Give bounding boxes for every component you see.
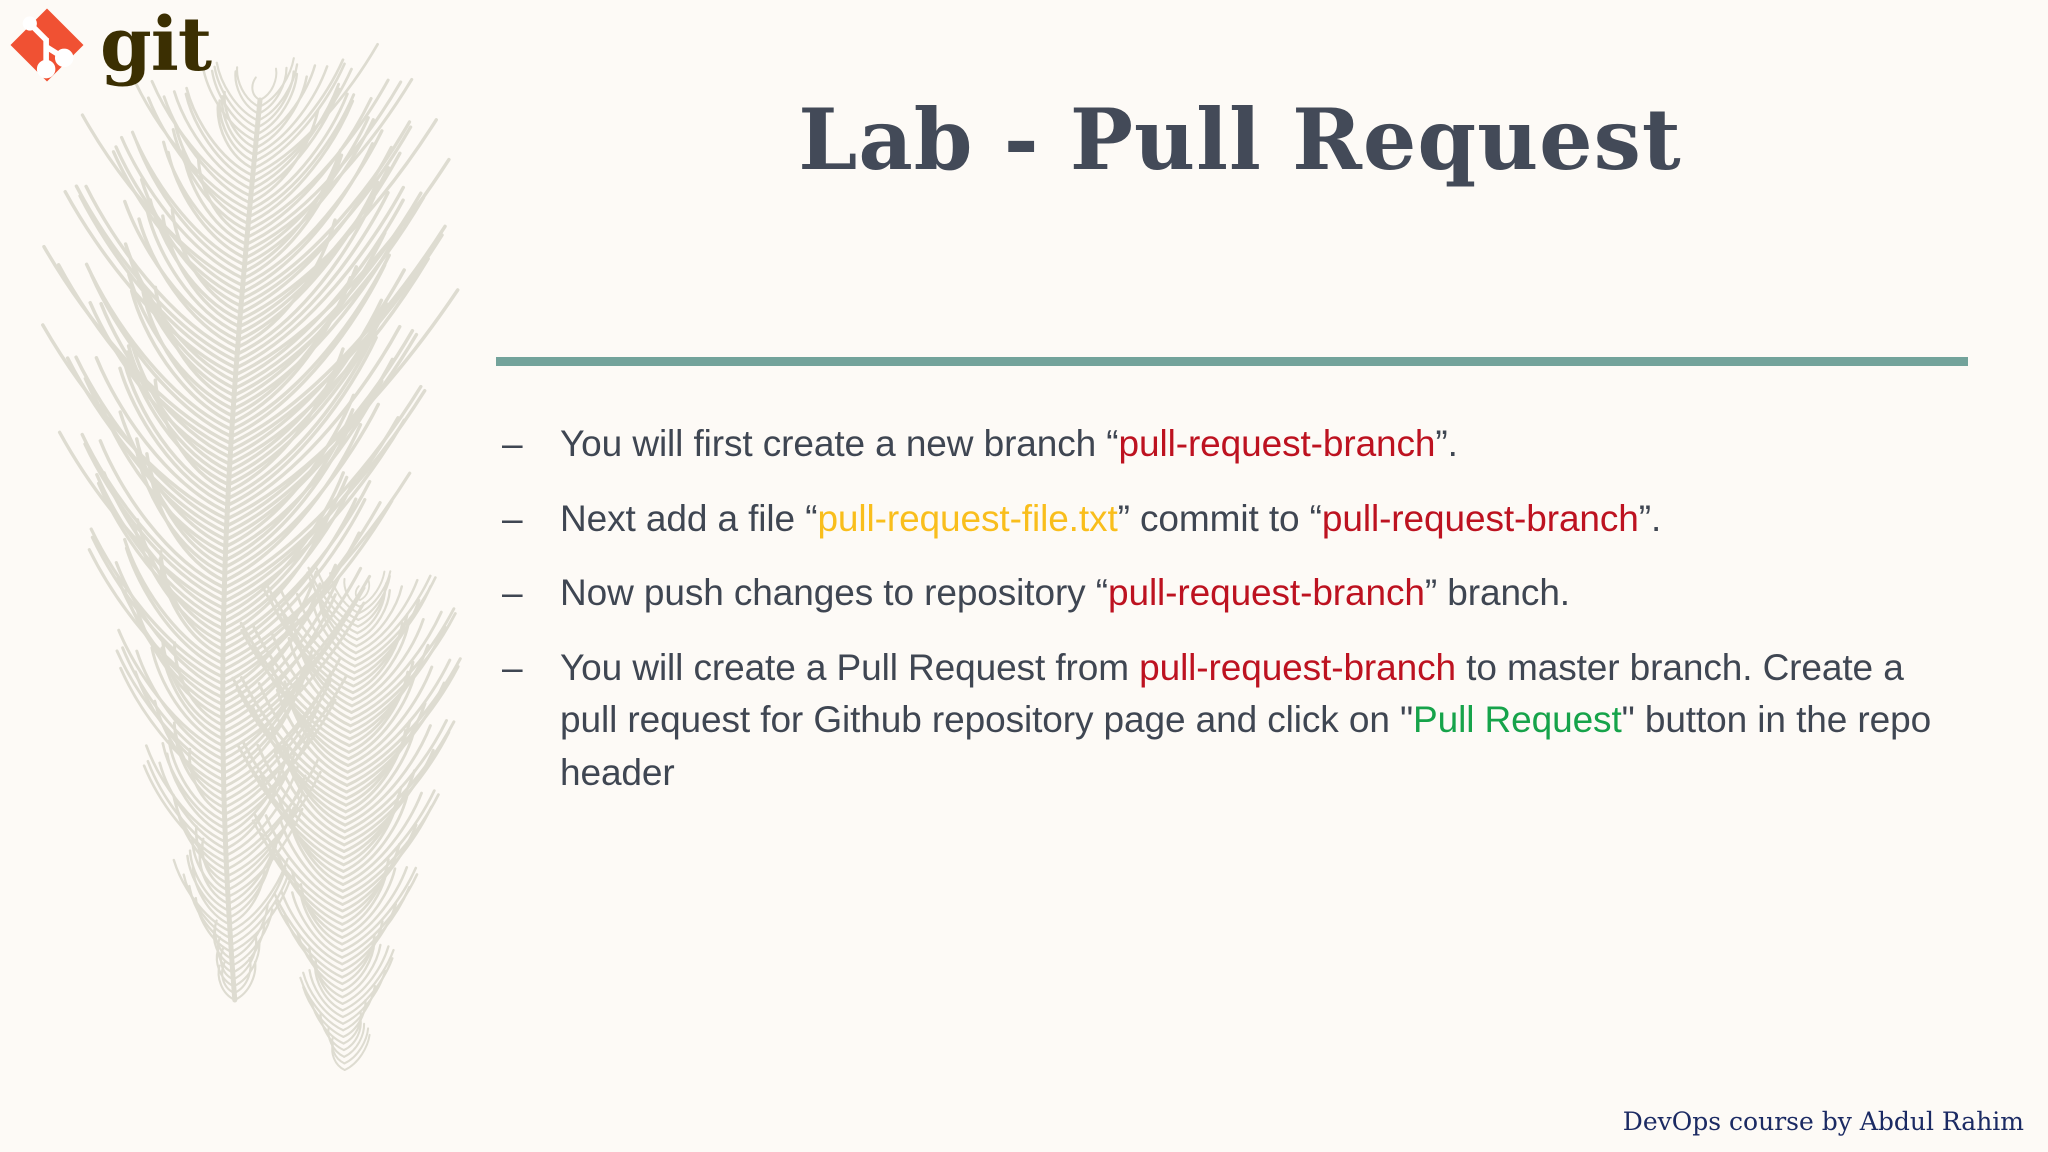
bullet-item: –Next add a file “pull-request-file.txt”… xyxy=(502,493,1932,546)
bullet-item: –Now push changes to repository “pull-re… xyxy=(502,567,1932,620)
feather-rachis xyxy=(220,97,263,1003)
bullet-marker: – xyxy=(502,646,523,688)
git-wordmark: git xyxy=(100,1,212,88)
title-divider xyxy=(496,357,1968,366)
bullet-item: –You will first create a new branch “pul… xyxy=(502,418,1932,471)
bullet-item: –You will create a Pull Request from pul… xyxy=(502,642,1932,800)
bullet-segment-normal: " button in the repo header xyxy=(560,699,1932,793)
bullet-text: You will first create a new branch “pull… xyxy=(560,418,1932,471)
bullet-segment-normal: ” branch. xyxy=(1424,572,1570,614)
git-logo-icon xyxy=(10,8,84,82)
bullet-segment-red: pull-request-branch xyxy=(1321,497,1639,539)
bullet-segment-normal: You will first create a new branch “ xyxy=(560,423,1119,464)
bullet-segment-normal: Now push changes to repository “ xyxy=(560,572,1108,614)
bullet-segment-normal: ”. xyxy=(1435,423,1458,464)
bullet-segment-normal: ” commit to “ xyxy=(1117,497,1322,539)
bullet-list: –You will first create a new branch “pul… xyxy=(502,418,1932,821)
bullet-segment-normal: ”. xyxy=(1638,497,1662,539)
page-title: Lab - Pull Request xyxy=(798,90,1682,189)
bullet-segment-normal: You will create a Pull Request from xyxy=(560,646,1140,688)
bullet-marker: – xyxy=(502,572,523,614)
bullet-segment-green: Pull Request xyxy=(1413,699,1622,741)
git-logo: git xyxy=(4,1,212,88)
footer-credit: DevOps course by Abdul Rahim xyxy=(1622,1107,2024,1136)
bullet-text: Now push changes to repository “pull-req… xyxy=(560,567,1932,620)
bullet-segment-normal: to master branch. Create a pull request … xyxy=(560,646,1904,741)
bullet-marker: – xyxy=(502,497,523,539)
bullet-segment-red: pull-request-branch xyxy=(1139,646,1456,688)
bullet-text: Next add a file “pull-request-file.txt” … xyxy=(560,493,1932,546)
bullet-marker: – xyxy=(502,423,523,464)
bullet-segment-normal: Next add a file “ xyxy=(560,497,818,539)
bullet-segment-gold: pull-request-file.txt xyxy=(817,497,1118,539)
bullet-segment-red: pull-request-branch xyxy=(1118,423,1436,464)
bullet-segment-red: pull-request-branch xyxy=(1107,572,1425,614)
feather-watermark-decoration xyxy=(41,42,462,1071)
bullet-text: You will create a Pull Request from pull… xyxy=(560,642,1932,800)
